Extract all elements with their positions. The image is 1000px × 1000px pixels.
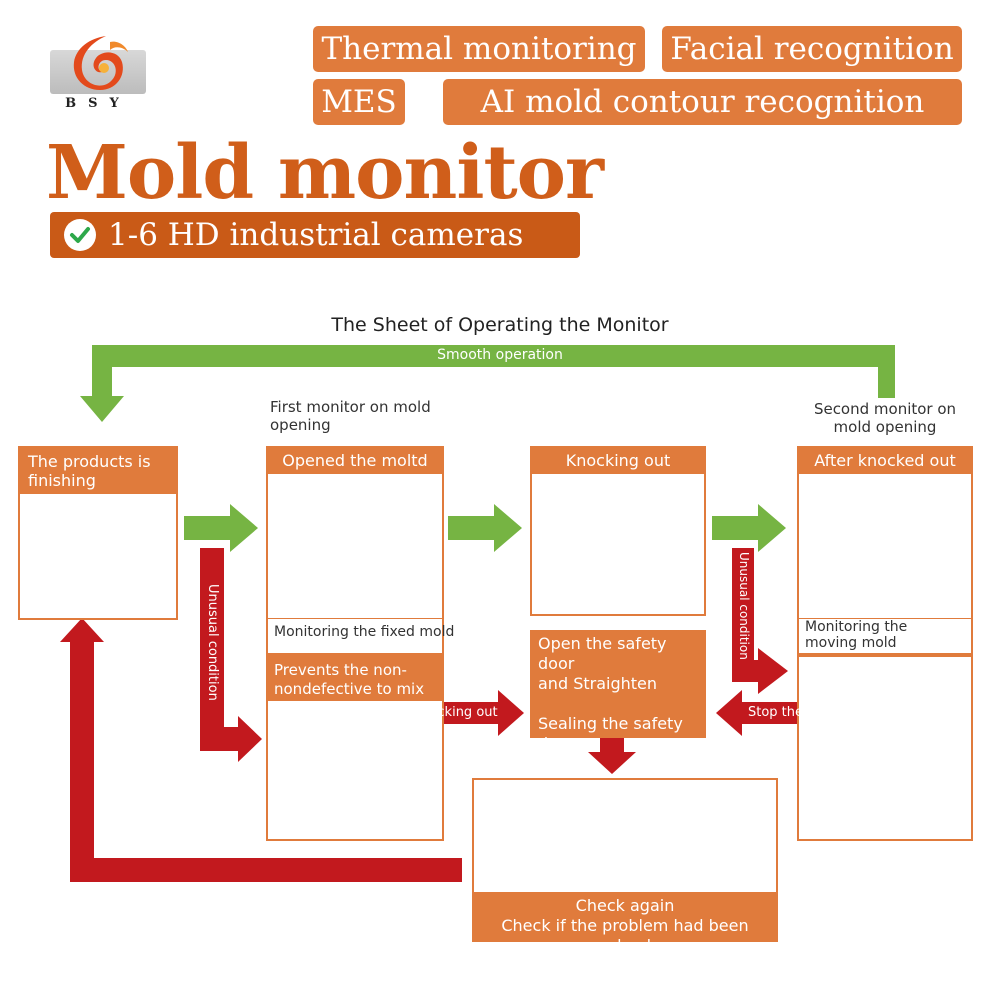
tag-mes: MES	[313, 79, 405, 125]
sealing-line-2: door	[538, 734, 575, 753]
prevents-header: Prevents the non- nondefective to mix in	[268, 657, 442, 717]
return-loop-arrow	[60, 618, 462, 882]
open-door-line-2: and Straighten	[538, 674, 657, 693]
first-monitor-label: First monitor on mold opening	[270, 398, 431, 434]
green-arrow-1	[184, 504, 258, 552]
tag-facial-recognition: Facial recognition	[662, 26, 962, 72]
monitoring-moving-row: Monitoring the moving mold	[797, 619, 973, 655]
knocking-header: Knocking out	[532, 448, 704, 474]
stop-knocking-label: Stop knocking out	[380, 705, 498, 720]
box-opened: Opened the moltd	[266, 446, 444, 620]
smooth-operation-label: Smooth operation	[437, 347, 563, 363]
box-prevents: Prevents the non- nondefective to mix in	[266, 655, 444, 841]
stop-closing-label: Stop the mold from closing	[748, 705, 924, 720]
monitoring-moving-label: Monitoring the moving mold	[805, 619, 907, 651]
camera-tag-text: 1-6 HD industrial cameras	[108, 217, 524, 253]
first-monitor-line-2: opening	[270, 416, 331, 434]
check-again-label: Check again	[575, 896, 675, 915]
monitoring-fixed-row: Monitoring the fixed mold	[266, 619, 454, 655]
sealing-line-1: Sealing the safety	[538, 714, 683, 733]
diagram-title: The Sheet of Operating the Monitor	[331, 314, 669, 336]
check-solved-label: Check if the problem had been solved	[501, 916, 749, 955]
finishing-line-2: finishing	[28, 471, 96, 490]
check-icon	[64, 219, 96, 251]
logo-letters: BSY	[65, 96, 131, 111]
unusual-right-arrow	[732, 548, 788, 694]
green-arrow-3	[712, 504, 786, 552]
finishing-header: The products is finishing	[20, 448, 176, 494]
first-monitor-line-1: First monitor on mold	[270, 398, 431, 416]
open-door-line-1: Open the safety door	[538, 634, 667, 673]
green-arrow-2	[448, 504, 522, 552]
second-monitor-label: Second monitor on mold opening	[800, 400, 970, 436]
box-after-lower	[797, 655, 973, 841]
tag-thermal-monitoring: Thermal monitoring	[313, 26, 645, 72]
tag-ai-mold-contour: AI mold contour recognition	[443, 79, 962, 125]
unusual-left-label: Unusual condition	[205, 584, 220, 701]
prevents-line-1: Prevents the non-	[274, 661, 407, 679]
unusual-right-label: Unusual condition	[737, 552, 751, 660]
after-header: After knocked out	[799, 448, 971, 474]
camera-tag: 1-6 HD industrial cameras	[50, 212, 580, 258]
page-title: Mold monitor	[46, 130, 604, 216]
finishing-line-1: The products is	[28, 452, 151, 471]
monitoring-fixed-label: Monitoring the fixed mold	[274, 624, 455, 640]
unusual-left-arrow	[200, 548, 262, 762]
monitoring-moving-line-1: Monitoring the	[805, 619, 908, 635]
prevents-line-2: nondefective to mix in	[274, 680, 425, 717]
second-monitor-line-2: mold opening	[833, 418, 937, 436]
brand-logo: BSY	[50, 32, 146, 112]
second-monitor-line-1: Second monitor on	[813, 400, 957, 418]
box-after: After knocked out	[797, 446, 973, 620]
smooth-operation-arrow	[80, 345, 895, 422]
flame-icon	[73, 36, 128, 90]
safety-door-box: Open the safety door and Straighten Seal…	[530, 630, 706, 753]
box-check-again: Check again Check if the problem had bee…	[472, 778, 778, 955]
check-again-footer: Check again Check if the problem had bee…	[474, 892, 776, 955]
box-knocking: Knocking out	[530, 446, 706, 616]
box-finishing: The products is finishing	[18, 446, 178, 620]
down-arrow	[588, 738, 636, 774]
opened-header: Opened the moltd	[268, 448, 442, 474]
monitoring-moving-line-2: moving mold	[805, 635, 897, 651]
